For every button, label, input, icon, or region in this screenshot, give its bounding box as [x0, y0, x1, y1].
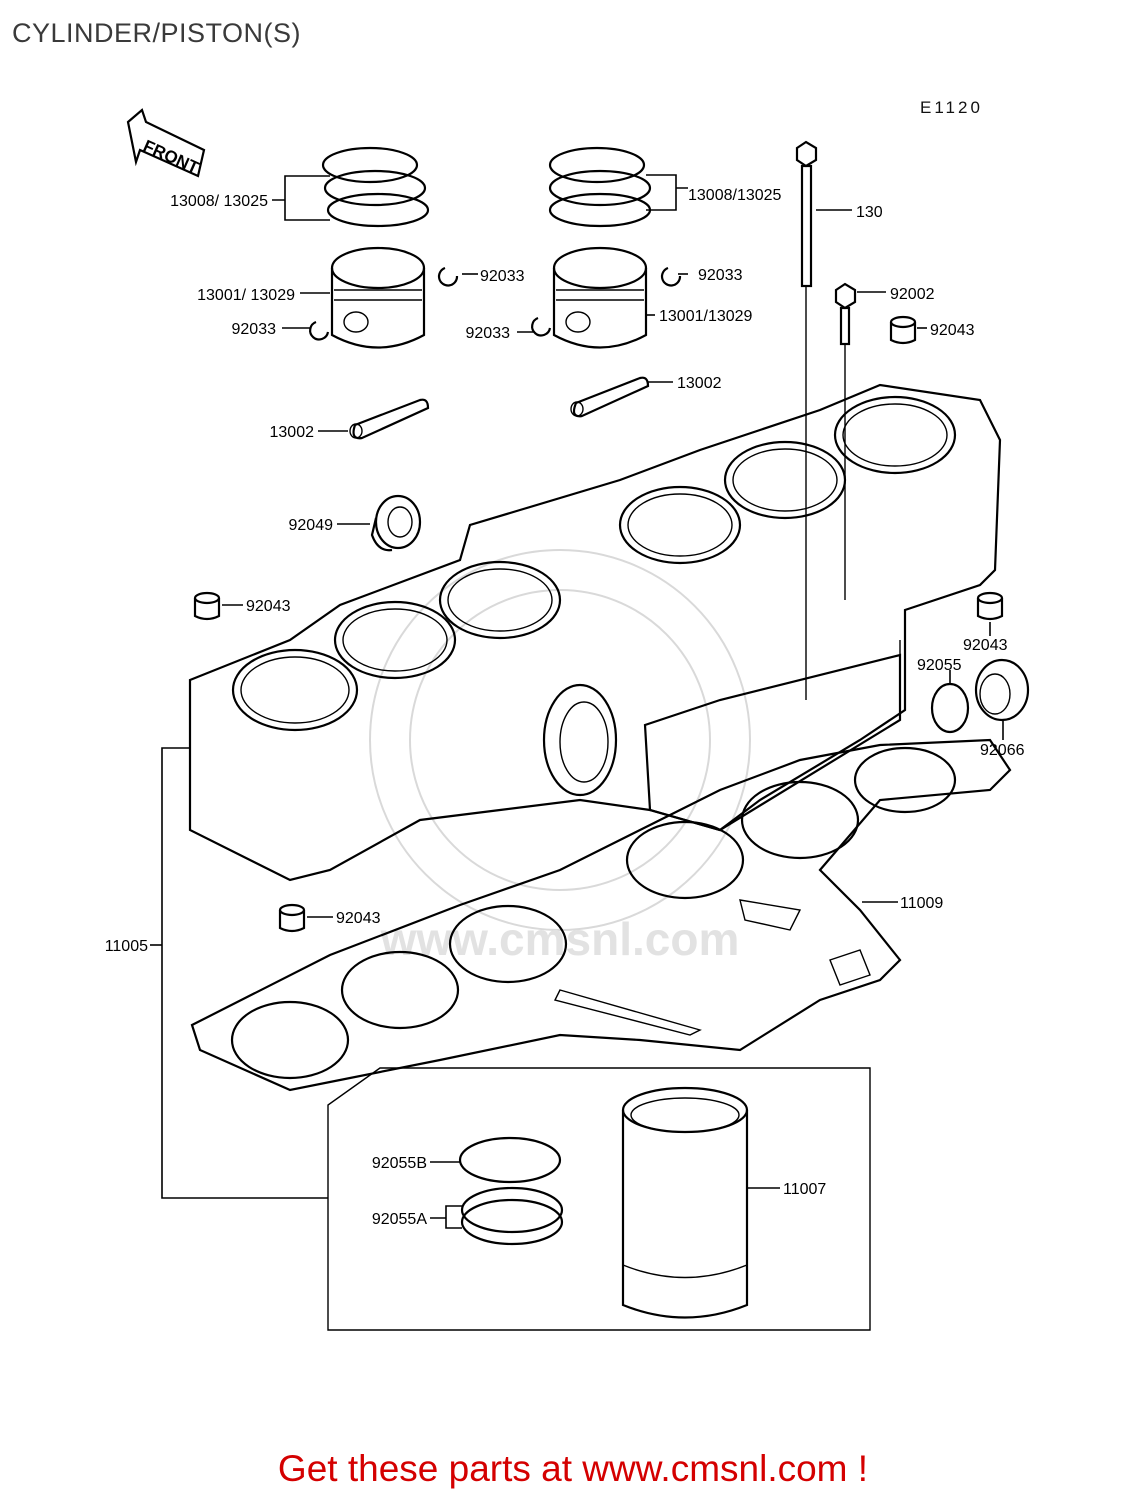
sleeve-o-ring-a: [460, 1186, 564, 1246]
callout-label: 13008/13025: [688, 187, 782, 204]
callout-label: 92033: [480, 268, 525, 285]
promo-banner[interactable]: Get these parts at www.cmsnl.com !: [0, 1448, 1146, 1490]
callout-label: 92049: [289, 517, 334, 534]
dowel-pin: [278, 903, 306, 933]
callout-label: 92055A: [372, 1211, 427, 1228]
callout-label: 13008/ 13025: [170, 193, 268, 210]
circlip: [660, 266, 682, 287]
piston-pin: [349, 398, 430, 440]
leader-lines: [150, 174, 1004, 1229]
o-ring: [930, 682, 970, 734]
base-gasket: [190, 738, 1012, 1092]
callout-label: 13002: [270, 424, 315, 441]
callout-label: 13001/13029: [659, 308, 753, 325]
oil-seal: [370, 494, 422, 552]
callout-label: 92055: [917, 657, 962, 674]
dowel-pin: [889, 315, 917, 345]
callout-label: 130: [856, 204, 883, 221]
callout-labels: 13008/ 13025 13008/13025 130 92033 92033…: [105, 187, 1025, 1228]
callout-label: 92043: [336, 910, 381, 927]
callout-label: 11009: [900, 895, 943, 912]
page-title: CYLINDER/PISTON(S): [12, 18, 302, 48]
circlip: [531, 316, 552, 337]
dowel-pin: [193, 591, 221, 621]
callout-label: 92033: [698, 267, 743, 284]
parts-diagram: www.cmsnl.com FRONT: [105, 108, 1030, 1331]
callout-label: 92033: [232, 321, 277, 338]
circlip: [309, 320, 330, 341]
piston-pin: [570, 376, 650, 418]
watermark-text: www.cmsnl.com: [380, 913, 740, 965]
front-arrow-icon: FRONT: [126, 108, 206, 178]
piston-left: [330, 246, 426, 349]
callout-label: 92043: [246, 598, 291, 615]
cylinder-block: [188, 383, 1002, 882]
callout-label: 13002: [677, 375, 722, 392]
callout-label: 92055B: [372, 1155, 427, 1172]
callout-label: 11005: [105, 938, 148, 955]
callout-label: 92033: [466, 325, 511, 342]
plug: [974, 658, 1030, 722]
piston-rings-right: [548, 146, 652, 228]
callout-label: 11007: [783, 1181, 826, 1198]
diagram-code: E1120: [920, 98, 983, 117]
stud-bolt: [795, 140, 818, 700]
callout-label: 92066: [980, 742, 1025, 759]
bolt: [834, 282, 857, 600]
circlip: [437, 266, 459, 287]
dowel-pin: [976, 591, 1004, 621]
cylinder-sleeve: [621, 1086, 749, 1319]
front-label: FRONT: [140, 136, 202, 177]
piston-right: [552, 246, 648, 349]
callout-label: 92043: [930, 322, 975, 339]
inset-frame: [327, 1067, 871, 1331]
callout-label: 13001/ 13029: [197, 287, 295, 304]
piston-rings-left: [321, 146, 430, 228]
watermark-logo: www.cmsnl.com: [369, 549, 751, 965]
sleeve-o-ring-b: [458, 1136, 562, 1184]
promo-link[interactable]: Get these parts at www.cmsnl.com !: [277, 1448, 869, 1489]
callout-label: 92002: [890, 286, 935, 303]
callout-label: 92043: [963, 637, 1008, 654]
